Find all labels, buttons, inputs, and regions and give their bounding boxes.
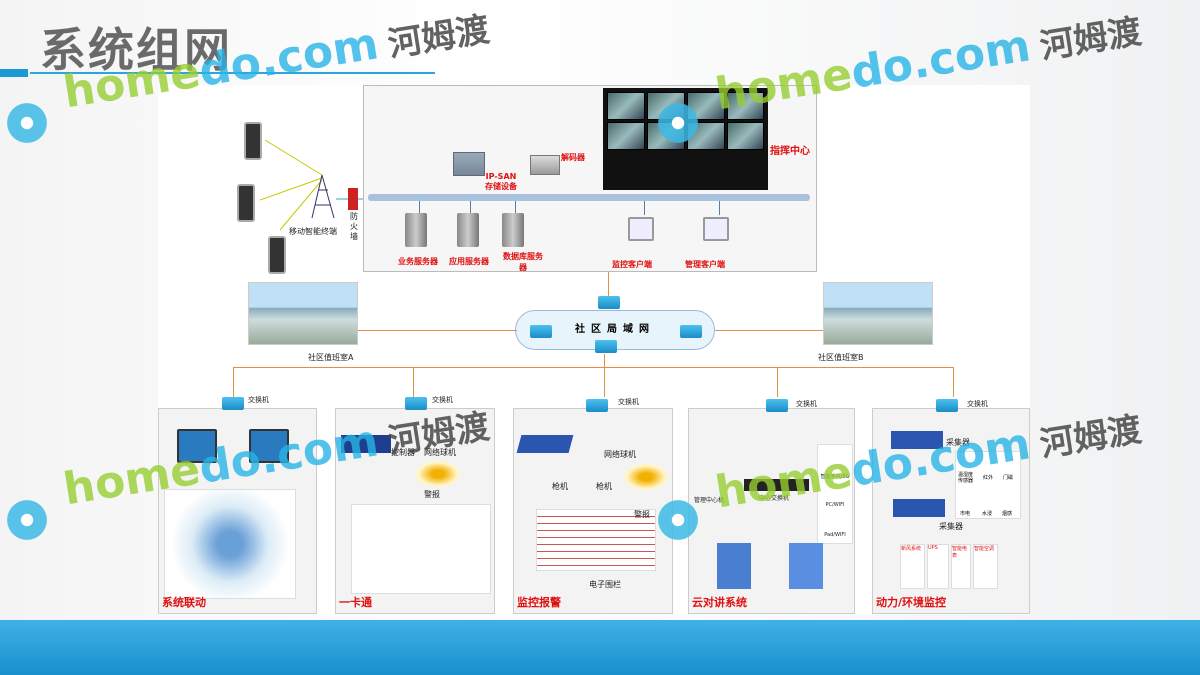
command-center-label: 指挥中心: [770, 146, 810, 157]
firewall-label: 防火墙: [350, 212, 358, 241]
switch-icon: [222, 397, 244, 410]
panel-one-card: 控制器 网络球机 警报 一卡通: [335, 408, 495, 614]
workstation-icon: [249, 429, 289, 463]
decoder-icon: [530, 155, 560, 175]
title-accent-block: [0, 69, 28, 77]
electronic-fence-image: [536, 509, 656, 571]
collector-icon: [891, 431, 943, 449]
monitoring-client-icon: [628, 217, 654, 241]
panel-cloud-intercom: 管理中心机 中心交换机 智能手机/3G PC/WIFI Pad/WIFI 云对讲…: [688, 408, 855, 614]
fresh-air-device: 新风系统: [900, 544, 925, 589]
switch-icon: [766, 399, 788, 412]
smart-meter-device: 智能电表: [951, 544, 971, 589]
switch-icon: [405, 397, 427, 410]
switch-icon: [595, 340, 617, 353]
smart-ac-device: 智能空调: [973, 544, 998, 589]
panel-label: 系统联动: [162, 596, 206, 609]
watermark-logo-icon: [4, 497, 50, 543]
dome-camera-label: 网络球机: [424, 448, 456, 457]
panel-power-environment: 采集器 采集器 温湿度传感器 红外 门磁 市电 水浸 烟感 新风系统 UPS 智…: [872, 408, 1030, 614]
business-server-label: 业务服务器: [398, 257, 438, 266]
switch-label: 交换机: [618, 398, 639, 406]
water-leak-label: 水浸: [982, 511, 993, 517]
decoder-label: 解码器: [561, 153, 585, 162]
controller-label: 控制器: [391, 448, 415, 457]
alarm-label: 警报: [424, 490, 440, 499]
duty-room-a-image: [248, 282, 358, 345]
panel-monitoring-alarm: 网络球机 枪机 枪机 警报 电子围栏 监控报警: [513, 408, 673, 614]
linkage-illustration: [164, 489, 296, 599]
bullet-camera-label: 枪机: [552, 482, 568, 491]
sensor-group: 温湿度传感器 红外 门磁 市电 水浸 烟感: [955, 451, 1021, 519]
firewall-icon: [348, 188, 358, 210]
alarm-icon: [624, 464, 668, 490]
monitoring-client-label: 监控客户端: [612, 260, 652, 269]
mains-power-label: 市电: [960, 511, 971, 517]
switch-label: 交换机: [796, 400, 817, 408]
outdoor-unit-image: [789, 543, 823, 589]
smartphone-icon: [268, 236, 286, 274]
panel-label: 云对讲系统: [692, 596, 747, 609]
management-client-label: 管理客户端: [685, 260, 725, 269]
watermark-logo-icon: [655, 497, 701, 543]
antenna-tower-icon: [311, 174, 335, 219]
business-server-icon: [405, 213, 427, 247]
mobile-terminal-label: 移动智能终端: [289, 227, 337, 236]
database-server-label: 数据库服务器: [503, 252, 543, 272]
controller-icon: [341, 435, 391, 453]
switch-icon: [598, 296, 620, 309]
bullet-camera-label: 枪机: [596, 482, 612, 491]
dome-camera-label: 网络球机: [604, 450, 636, 459]
title-underline: [30, 72, 435, 74]
panel-label: 动力/环境监控: [876, 596, 947, 609]
switch-icon: [586, 399, 608, 412]
panel-label: 监控报警: [517, 596, 561, 609]
switch-icon: [530, 325, 552, 338]
panel-label: 一卡通: [339, 596, 372, 609]
watermark-logo-icon: [655, 100, 701, 146]
infrared-sensor-label: 红外: [983, 475, 994, 481]
network-bus: [368, 194, 810, 201]
one-card-topology: [351, 504, 491, 594]
central-switch-label: 中心交换机: [759, 495, 790, 502]
collector-icon: [893, 499, 945, 517]
alarm-icon: [416, 461, 460, 487]
watermark-logo-icon: [4, 100, 50, 146]
duty-room-b-image: [823, 282, 933, 345]
collector-label: 采集器: [946, 438, 970, 447]
application-server-icon: [457, 213, 479, 247]
smartphone-icon: [244, 122, 262, 160]
door-sensor-label: 门磁: [1003, 475, 1014, 481]
switch-label: 交换机: [967, 400, 988, 408]
switch-label: 交换机: [432, 396, 453, 404]
client-devices: 智能手机/3G PC/WIFI Pad/WIFI: [817, 444, 853, 544]
ups-device: UPS: [927, 544, 949, 589]
slide-title: 系统组网: [40, 23, 232, 77]
switch-icon: [680, 325, 702, 338]
database-server-icon: [502, 213, 524, 247]
switch-label: 交换机: [248, 396, 269, 404]
switch-icon: [936, 399, 958, 412]
workstation-icon: [177, 429, 217, 463]
fence-alarm-label: 警报: [634, 510, 650, 519]
application-server-label: 应用服务器: [449, 257, 489, 266]
electronic-fence-label: 电子围栏: [589, 580, 621, 589]
collector-label: 采集器: [939, 522, 963, 531]
indoor-unit-image: [717, 543, 751, 589]
nvr-icon: [516, 435, 574, 453]
smartphone-icon: [237, 184, 255, 222]
ip-san-storage-icon: [453, 152, 485, 176]
smoke-sensor-label: 烟感: [1002, 511, 1013, 517]
management-client-icon: [703, 217, 729, 241]
duty-room-a-label: 社区值班室A: [308, 353, 354, 362]
panel-system-linkage: 系统联动: [158, 408, 317, 614]
central-switch-icon: [744, 479, 809, 491]
duty-room-b-label: 社区值班室B: [818, 353, 864, 362]
management-center-label: 管理中心机: [694, 497, 725, 504]
footer-band: [0, 620, 1200, 675]
temp-humidity-sensor-label: 温湿度传感器: [957, 472, 973, 484]
